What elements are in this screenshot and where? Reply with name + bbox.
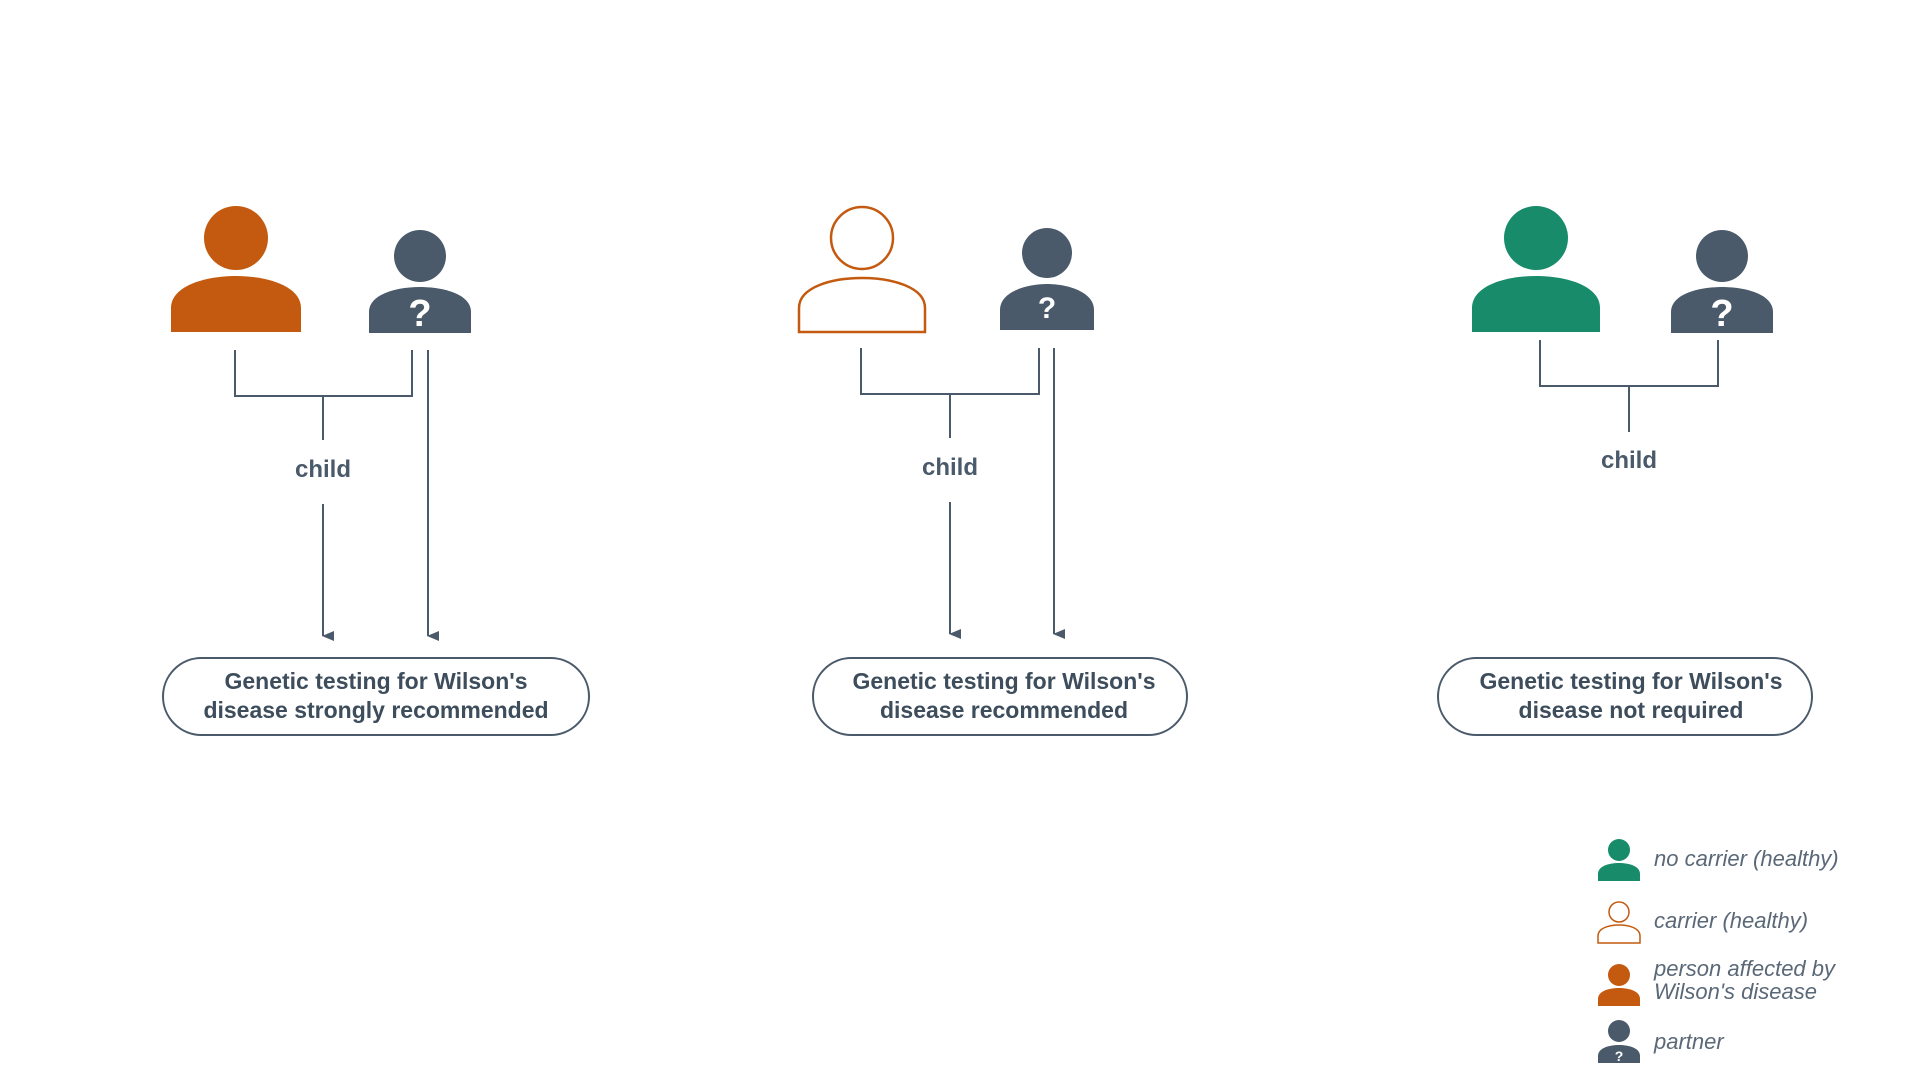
legend-label: carrier (healthy) (1654, 908, 1808, 933)
result-line-1: Genetic testing for Wilson's (1479, 668, 1782, 694)
result-line-2: disease recommended (880, 697, 1128, 723)
partner-icon: ? (369, 230, 471, 335)
legend: no carrier (healthy) carrier (healthy) p… (1597, 839, 1839, 1064)
partner-question-mark: ? (1710, 293, 1733, 335)
parents-connector (234, 350, 413, 397)
child-label: child (1601, 447, 1657, 474)
result-line-2: disease strongly recommended (203, 697, 548, 723)
legend-item-partner: ? partner (1598, 1020, 1725, 1064)
result-box: Genetic testing for Wilson's disease rec… (812, 657, 1188, 736)
no-carrier-person-icon (1598, 839, 1640, 881)
result-line-1: Genetic testing for Wilson's (852, 668, 1155, 694)
partner-question-mark: ? (408, 293, 431, 335)
child-label: child (922, 454, 978, 481)
affected-person-icon (1598, 964, 1640, 1006)
partner-icon: ? (1000, 228, 1094, 330)
partner-icon: ? (1671, 230, 1773, 335)
no-carrier-person-icon (1472, 206, 1600, 332)
affected-person-icon (171, 206, 301, 332)
partner-question-mark: ? (1038, 292, 1056, 325)
legend-item-carrier: carrier (healthy) (1597, 901, 1808, 944)
legend-item-no-carrier: no carrier (healthy) (1598, 839, 1839, 881)
partner-question-mark: ? (1615, 1048, 1624, 1064)
result-line-1: Genetic testing for Wilson's (224, 668, 527, 694)
scenario-affected: ? child Genetic testing for Wilson's dis… (162, 206, 590, 736)
parents-connector (860, 348, 1040, 395)
parents-connector (1539, 340, 1719, 387)
legend-label: partner (1653, 1029, 1725, 1054)
carrier-person-icon (1597, 901, 1641, 944)
result-box: Genetic testing for Wilson's disease not… (1437, 657, 1813, 736)
scenario-no-carrier: ? child Genetic testing for Wilson's dis… (1437, 206, 1813, 736)
carrier-person-icon (797, 205, 927, 334)
scenario-carrier: ? child Genetic testing for Wilson's dis… (797, 205, 1188, 736)
legend-label: no carrier (healthy) (1654, 846, 1839, 871)
legend-item-affected: person affected by Wilson's disease (1598, 956, 1837, 1006)
result-line-2: disease not required (1519, 697, 1744, 723)
legend-label-line-1: person affected by (1653, 956, 1837, 981)
partner-icon: ? (1598, 1020, 1640, 1064)
child-label: child (295, 456, 351, 483)
result-box: Genetic testing for Wilson's disease str… (162, 657, 590, 736)
legend-label-line-2: Wilson's disease (1654, 979, 1817, 1004)
